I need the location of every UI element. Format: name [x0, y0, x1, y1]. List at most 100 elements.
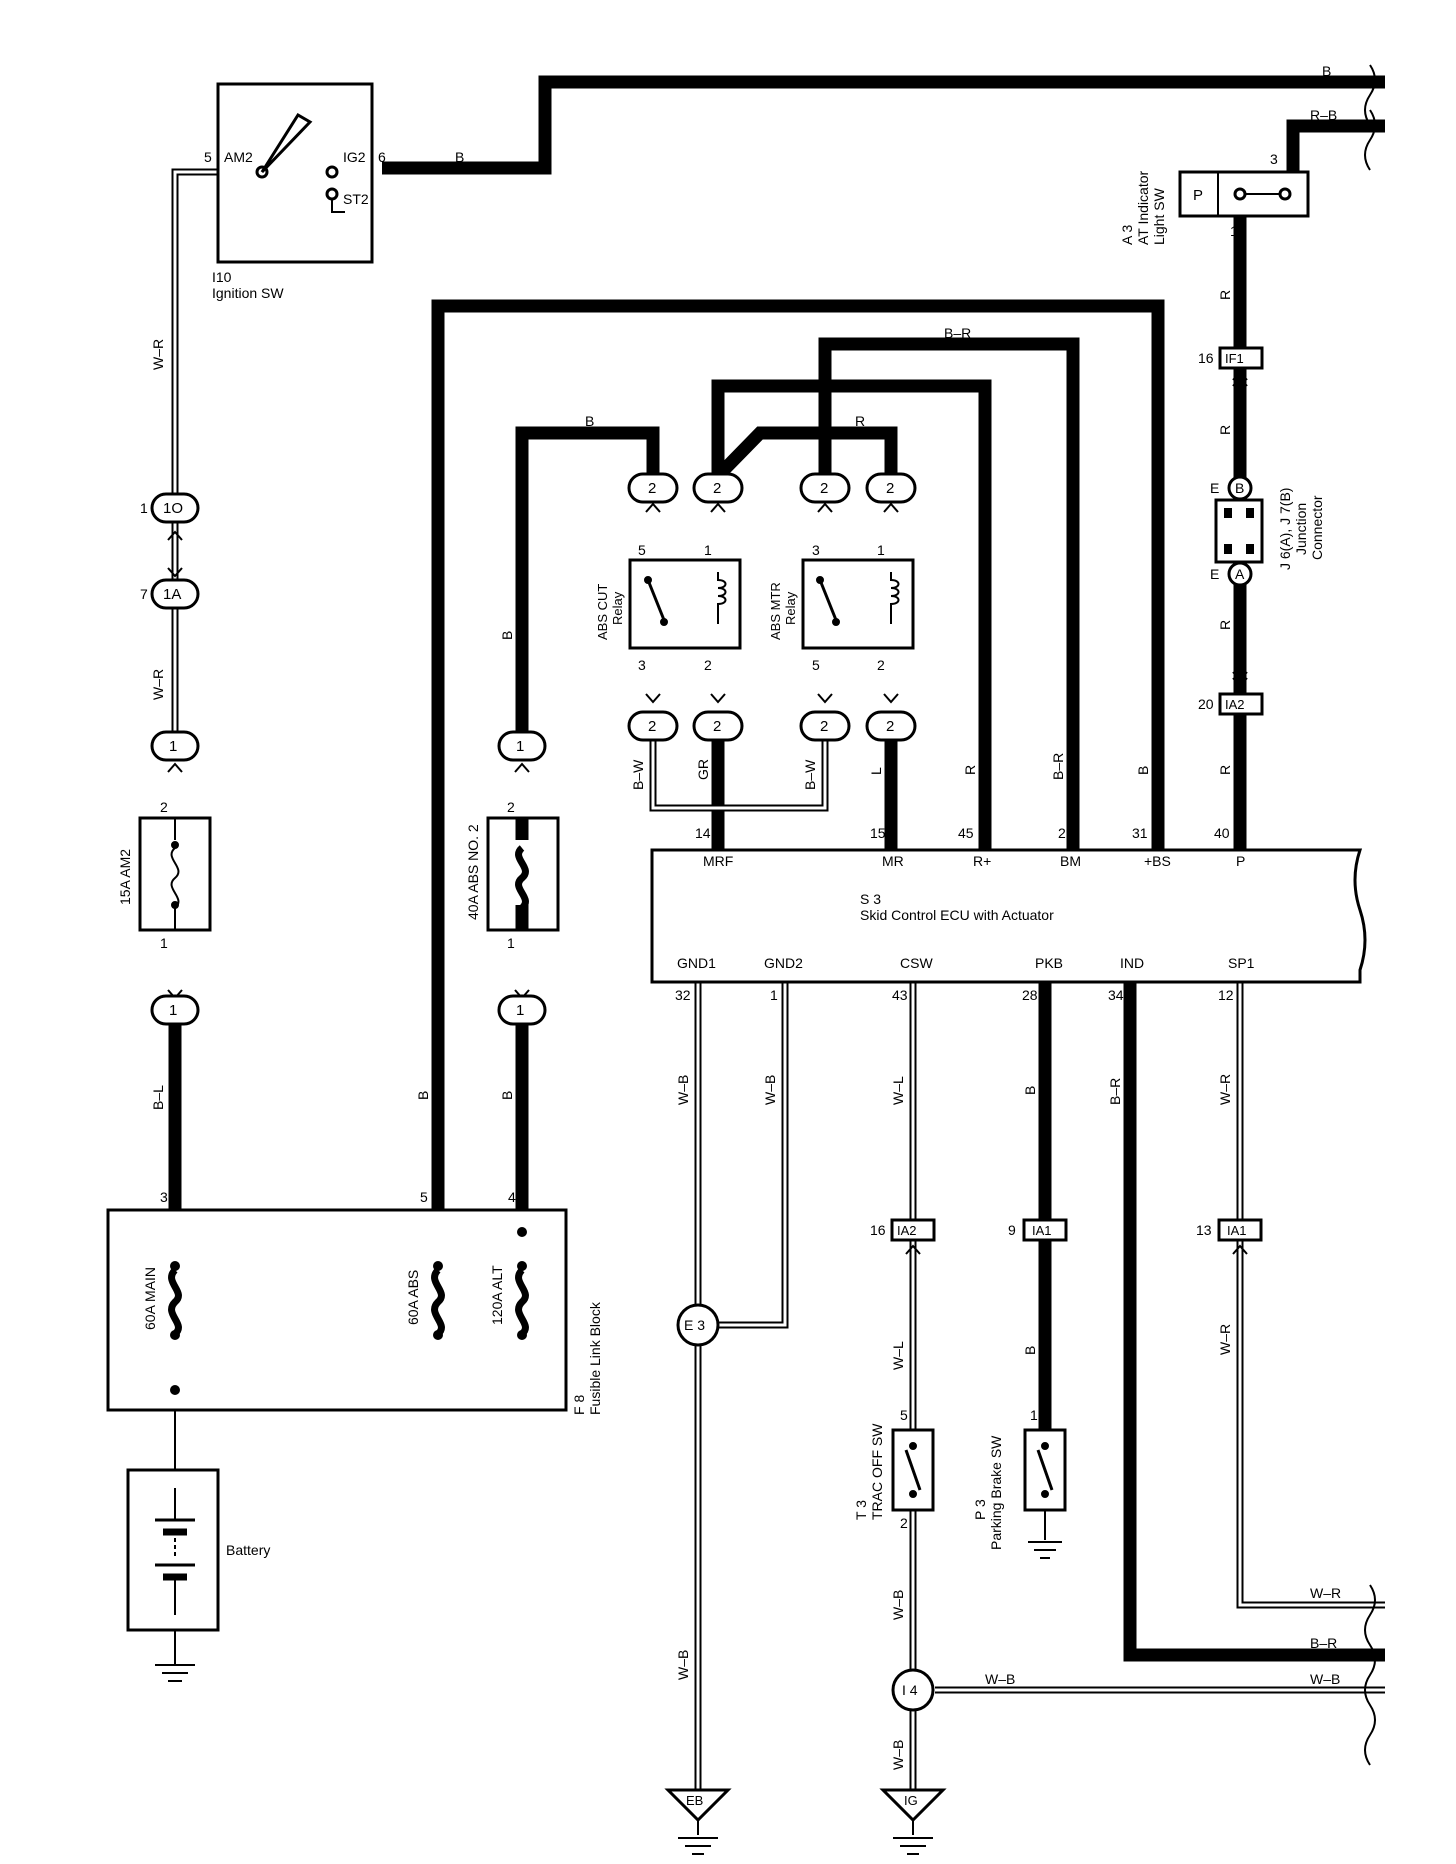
wire-abs2-b — [515, 426, 660, 740]
conn-1: 1 — [169, 738, 177, 755]
wl-b: B — [455, 149, 464, 165]
fuse-am2-label: 15A AM2 — [117, 849, 133, 905]
fl-main: 60A MAIN — [142, 1267, 158, 1330]
wl-wb: W–B — [890, 1740, 906, 1770]
ecu-term-bm: BM — [1060, 853, 1081, 869]
wl-wb: W–B — [890, 1590, 906, 1620]
at-id: A 3 — [1119, 225, 1135, 245]
fusible-link-block: 60A MAIN 60A ABS 120A ALT 3 5 4 F 8 Fusi… — [106, 1189, 603, 1415]
wl-b: B — [585, 413, 594, 429]
ign-ig2-label: IG2 — [343, 149, 366, 165]
abs-cut-relay: ABS CUT Relay — [595, 558, 742, 650]
relay-pin: 5 — [812, 657, 820, 673]
wl-wb: W–B — [1310, 1671, 1340, 1687]
conn-1: 1 — [516, 1002, 524, 1019]
wl-wr: W–R — [150, 339, 166, 370]
conn-if1: IF1 — [1225, 351, 1244, 366]
fl-id: F 8 — [571, 1395, 587, 1415]
wire-ig2-b — [382, 75, 1385, 175]
ign-pin5: 5 — [204, 149, 212, 165]
ecu-pin-43: 43 — [892, 987, 908, 1003]
wl-wl: W–L — [890, 1076, 906, 1105]
wire-wr — [171, 168, 218, 740]
left-connectors: 1O 1 1A 7 1 15A AM2 2 1 1 1 40A ABS NO. … — [117, 492, 560, 1026]
conn-2: 2 — [820, 718, 828, 735]
conn-2: 2 — [648, 480, 656, 497]
relay-pin: 3 — [638, 657, 646, 673]
ecu-pin-2: 2 — [1058, 825, 1066, 841]
fl-pin3: 3 — [160, 1189, 168, 1205]
ground-i4: I 4 — [902, 1682, 918, 1698]
relay-pin: 2 — [704, 657, 712, 673]
wire-r-plus — [711, 379, 992, 850]
ground-icon — [1028, 1510, 1062, 1559]
relay-pin: 3 — [812, 542, 820, 558]
wl-r: R — [1217, 620, 1233, 630]
ecu-term-gnd1: GND1 — [677, 955, 716, 971]
ground-eb: EB — [686, 1793, 703, 1808]
wl-bw: B–W — [630, 759, 646, 790]
wl-wl: W–L — [890, 1341, 906, 1370]
wl-b: B — [499, 631, 515, 640]
ecu-term-mrf: MRF — [703, 853, 733, 869]
abs-mtr-label: ABS MTR — [768, 582, 783, 640]
wl-gr: GR — [695, 759, 711, 780]
wl-b: B — [1022, 1346, 1038, 1355]
wl-wb: W–B — [762, 1075, 778, 1105]
jc-e-top: E — [1210, 480, 1219, 496]
conn-2: 2 — [713, 718, 721, 735]
conn-1: 1 — [516, 738, 524, 755]
ground-ig: IG — [904, 1793, 918, 1808]
park-name: Parking Brake SW — [988, 1435, 1004, 1550]
wl-b: B — [1135, 766, 1151, 775]
pin-2: 2 — [160, 799, 168, 815]
conn-2: 2 — [713, 480, 721, 497]
ign-pin6: 6 — [378, 149, 386, 165]
ground-icon — [893, 1820, 933, 1855]
conn-ia1-sp1: IA1 — [1227, 1223, 1247, 1238]
ign-am2-label: AM2 — [224, 149, 253, 165]
wl-wb: W–B — [675, 1650, 691, 1680]
ground-icon — [678, 1820, 718, 1855]
ecu-id: S 3 — [860, 891, 881, 907]
ecu-term-bs: +BS — [1144, 853, 1171, 869]
abs-cut-relay-label: Relay — [610, 591, 625, 625]
wl-wb: W–B — [675, 1075, 691, 1105]
ecu-term-p: P — [1236, 853, 1245, 869]
at-indicator-switch: P 3 1 A 3 AT Indicator Light SW — [1119, 151, 1310, 245]
pin-1: 1 — [1030, 1407, 1038, 1423]
relay-pin: 5 — [638, 542, 646, 558]
wl-wb: W–B — [985, 1671, 1015, 1687]
battery-label: Battery — [226, 1542, 270, 1558]
junction-connector: B E A E J 6(A), J 7(B) Junction Connecto… — [1210, 475, 1325, 587]
wl-br: B–R — [1050, 753, 1066, 780]
wl-r: R — [855, 413, 865, 429]
wl-bl: B–L — [150, 1085, 166, 1110]
pin-1: 1 — [160, 935, 168, 951]
relay-pin: 2 — [877, 657, 885, 673]
wl-br: B–R — [944, 325, 971, 341]
wire-ind-br — [1123, 982, 1385, 1662]
ground-icon — [155, 1664, 195, 1682]
at-p-label: P — [1193, 187, 1203, 204]
trac-id: T 3 — [853, 1500, 869, 1520]
wl-b: B — [415, 1091, 431, 1100]
conn-2: 2 — [820, 480, 828, 497]
abs-mtr-relay-label: Relay — [783, 591, 798, 625]
conn-ia1-pkb: IA1 — [1032, 1223, 1052, 1238]
wire-sp1 — [1236, 982, 1385, 1609]
ign-id: I10 — [212, 269, 232, 285]
wl-br: B–R — [1310, 1635, 1337, 1651]
pin-16: 16 — [1198, 350, 1214, 366]
jc-e-bottom: E — [1210, 566, 1219, 582]
wl-r: R — [1217, 425, 1233, 435]
pin-20: 20 — [1198, 696, 1214, 712]
pin-13: 13 — [1196, 1222, 1212, 1238]
wl-r: R — [1217, 765, 1233, 775]
wire-bm-br — [818, 337, 1080, 850]
wires — [168, 75, 1385, 1790]
at-name2: Light SW — [1151, 187, 1167, 245]
fl-name: Fusible Link Block — [587, 1301, 603, 1415]
wl-b: B — [1022, 1086, 1038, 1095]
